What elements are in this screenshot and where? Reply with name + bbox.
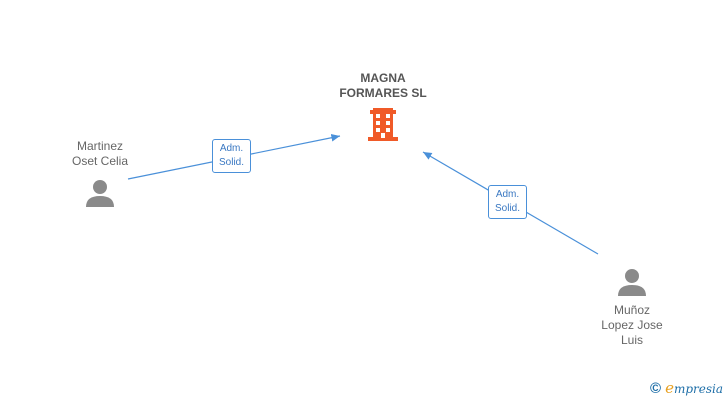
person2-name-line3: Luis <box>620 333 643 347</box>
company-name-line1: MAGNA <box>360 71 406 85</box>
person-icon[interactable] <box>618 269 646 296</box>
copyright-icon: © <box>650 379 662 397</box>
company-name-line2: FORMARES SL <box>339 86 427 100</box>
edge-role-label[interactable]: Adm. Solid. <box>488 185 528 219</box>
person1-name-line2: Oset Celia <box>71 154 129 168</box>
person-icon[interactable] <box>86 180 114 207</box>
person2-name-line2: Lopez Jose <box>601 318 663 332</box>
empresia-logo: empresia <box>665 379 724 397</box>
edge-role-line2: Solid. <box>219 157 245 168</box>
building-icon[interactable] <box>368 108 398 141</box>
edge-role-line1: Adm. <box>495 189 520 200</box>
edge-role-label[interactable]: Adm. Solid. <box>212 139 252 173</box>
person2-name-line1: Muñoz <box>613 303 651 317</box>
empresia-watermark: © empresia <box>650 378 723 398</box>
person2-name-label[interactable]: Muñoz Lopez Jose Luis <box>587 303 677 348</box>
person1-name-line1: Martinez <box>76 139 123 153</box>
edge-role-line2: Solid. <box>495 203 521 214</box>
person1-name-label[interactable]: Martinez Oset Celia <box>55 139 145 169</box>
edge-role-line1: Adm. <box>219 143 244 154</box>
company-name-label[interactable]: MAGNA FORMARES SL <box>330 71 436 101</box>
